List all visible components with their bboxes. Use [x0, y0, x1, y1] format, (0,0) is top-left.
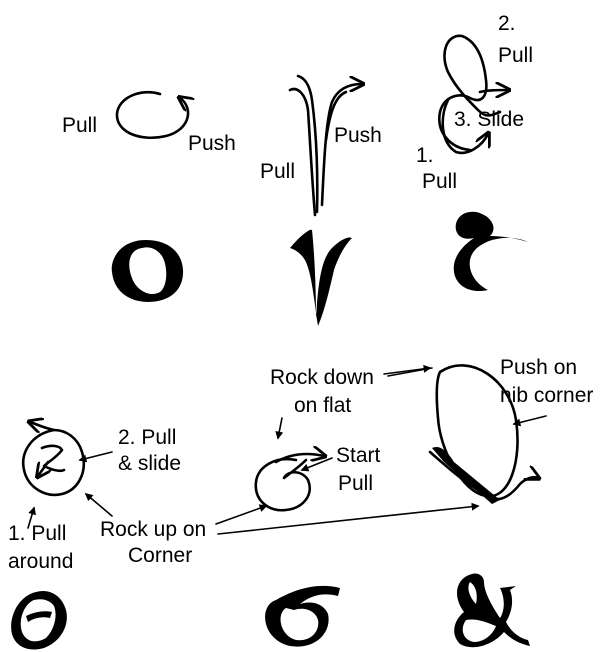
et-slide-label: 3. Slide [454, 108, 524, 131]
s-start-label: Start [336, 444, 381, 467]
o-push-label: Push [188, 132, 236, 155]
s-flat-label: on flat [294, 394, 351, 417]
letter-e-bar [26, 611, 52, 622]
et-pull2-label: Pull [498, 44, 533, 67]
letter-r-glyph [290, 230, 352, 326]
letter-et-glyph [454, 212, 528, 291]
s-pull-label: Pull [338, 472, 373, 495]
panel-amp: Push on nib corner [384, 356, 593, 647]
e-inner-arrow [38, 462, 48, 476]
amp-thick-stroke [432, 447, 500, 504]
r-push-label: Push [334, 124, 382, 147]
s-stroke-path [256, 459, 310, 510]
panel-et-top: 2. Pull 3. Slide 1. Pull [416, 12, 533, 291]
e-around-label: around [8, 550, 73, 573]
et-step2-label: 2. [498, 12, 516, 35]
et-pull1-label: Pull [422, 170, 457, 193]
rock-up-arrow-middle [216, 506, 266, 524]
amp-nib-pointer [514, 416, 546, 424]
letter-o-glyph [112, 240, 183, 302]
et-step1-label: 1. [416, 144, 434, 167]
et-slide-arrow [480, 90, 508, 92]
rock-up-label-line2: Corner [128, 544, 192, 567]
rock-up-arrow-left [86, 494, 112, 516]
e-slide-pointer [80, 452, 112, 460]
r-pull-label: Pull [260, 160, 295, 183]
rock-up-arrow-right [218, 506, 478, 534]
o-stroke-path [117, 92, 188, 138]
amp-nib-label: nib corner [500, 384, 593, 407]
rock-up-label-line1: Rock up on [100, 518, 206, 541]
panel-r: Pull Push [260, 76, 382, 326]
letter-s-glyph [265, 586, 340, 647]
panel-s: Rock down on flat Start Pull [256, 366, 381, 647]
s-top-stroke [276, 454, 324, 462]
e-circle-stroke [23, 430, 84, 495]
r-pull-stroke [290, 89, 315, 215]
e-step2-label: 2. Pull [118, 426, 176, 449]
letter-amp-glyph [454, 573, 530, 647]
panel-o: Pull Push [62, 92, 236, 302]
s-rock-down-label: Rock down [270, 366, 374, 389]
e-slide-label: & slide [118, 452, 181, 475]
letter-e-glyph [11, 591, 67, 649]
s-rock-down-pointer [278, 418, 282, 438]
amp-push-label: Push on [500, 356, 577, 379]
e-step1-label: 1. Pull [8, 522, 66, 545]
e-top-arrow [30, 422, 54, 430]
o-pull-label: Pull [62, 114, 97, 137]
et-stroke-path [439, 36, 500, 150]
